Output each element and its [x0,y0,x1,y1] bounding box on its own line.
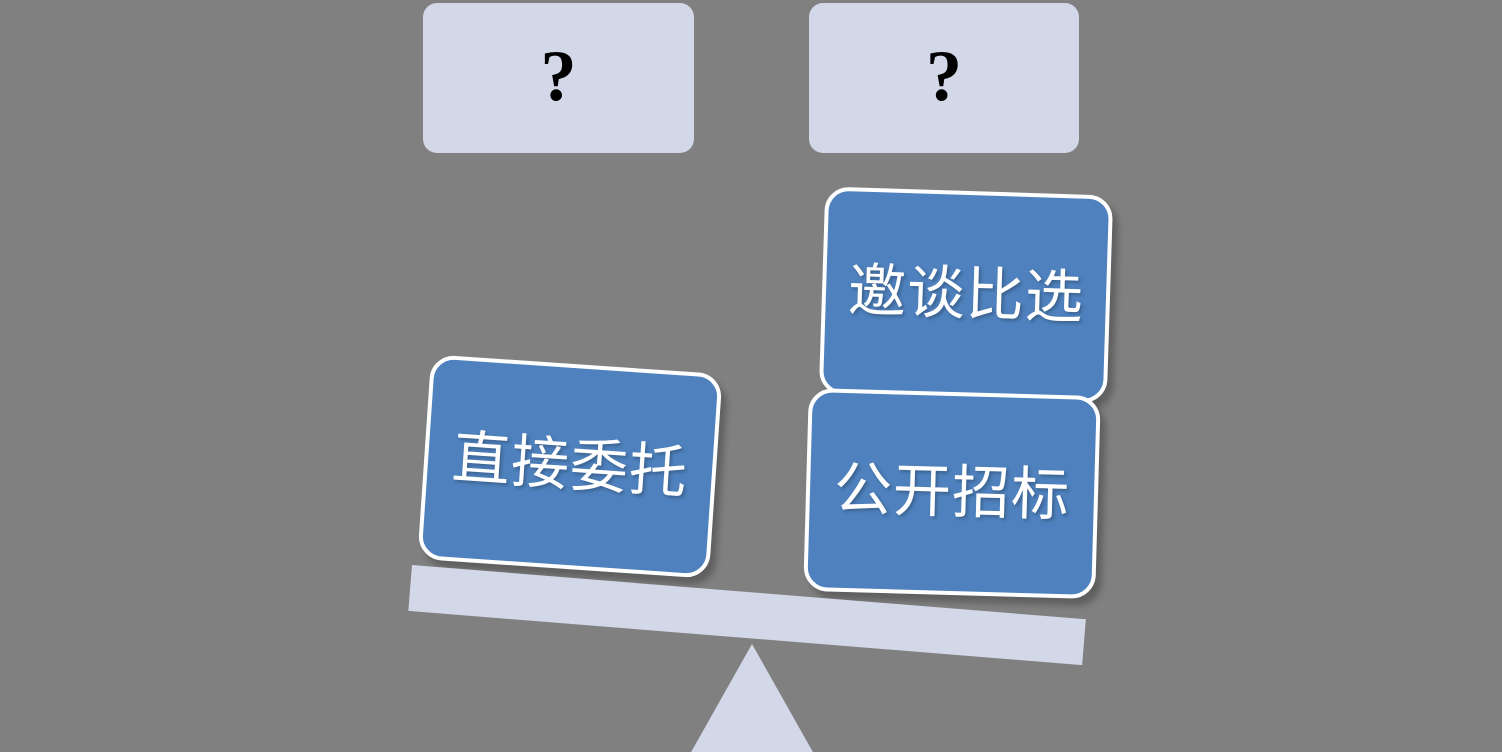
question-mark-icon: ? [926,36,962,116]
option-card-open-tender[interactable]: 公开招标 [803,387,1101,600]
balance-fulcrum-triangle [690,644,814,752]
question-placeholder-card-2[interactable]: ? [809,3,1079,153]
option-card-label: 公开招标 [833,456,1071,529]
question-placeholder-card-1[interactable]: ? [423,3,694,153]
option-card-label: 邀谈比选 [847,257,1085,331]
option-card-direct-commission[interactable]: 直接委托 [417,354,723,579]
question-mark-icon: ? [540,36,577,116]
option-card-invited-negotiation[interactable]: 邀谈比选 [818,186,1114,404]
option-card-label: 直接委托 [450,425,691,506]
